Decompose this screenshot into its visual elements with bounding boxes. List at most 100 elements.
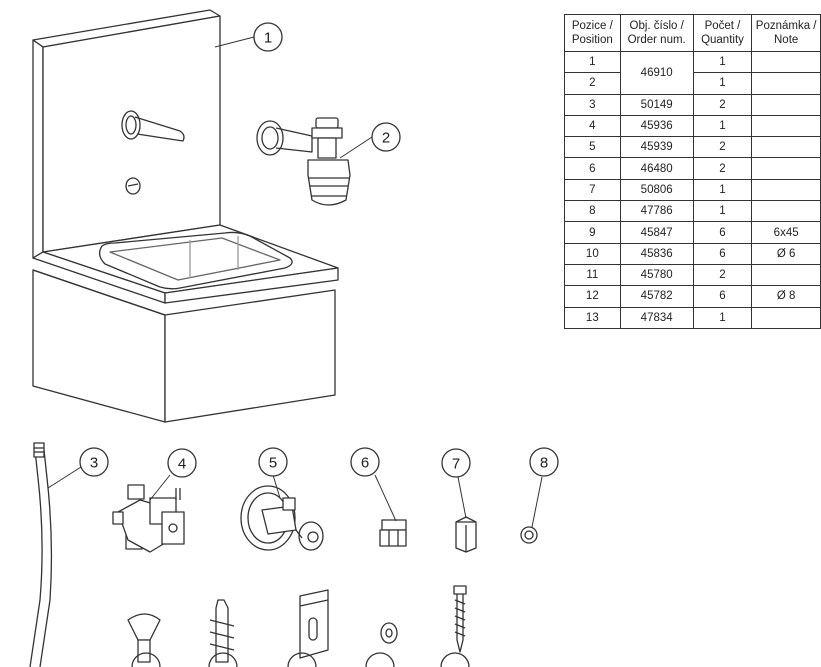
table-row: 4 45936 1 bbox=[564, 114, 821, 138]
callout-4: 4 bbox=[167, 448, 197, 478]
key-drawing bbox=[127, 613, 161, 663]
cell-order-number: 47834 bbox=[619, 306, 694, 329]
cell-note bbox=[751, 306, 821, 329]
svg-text:4: 4 bbox=[178, 456, 186, 473]
hex-nut-drawing bbox=[455, 516, 477, 553]
svg-text:2: 2 bbox=[382, 130, 390, 147]
callout-7: 7 bbox=[441, 448, 471, 478]
header-order-number: Obj. číslo /Order num. bbox=[619, 14, 694, 52]
callout-1: 1 bbox=[253, 22, 283, 52]
header-quantity: Počet /Quantity bbox=[692, 14, 753, 52]
table-row: 1 46910 1 bbox=[564, 50, 821, 95]
screw-drawing bbox=[453, 585, 467, 653]
table-row: 12 45782 6 Ø 8 bbox=[564, 285, 821, 308]
callout-2: 2 bbox=[371, 122, 401, 152]
cell-quantity: 6 bbox=[692, 242, 753, 265]
cell-order-number: 50149 bbox=[619, 93, 694, 116]
round-washer-drawing bbox=[380, 622, 398, 644]
hose-drawing bbox=[29, 442, 53, 667]
cell-order-number: 50806 bbox=[619, 178, 694, 202]
callout-3: 3 bbox=[79, 447, 109, 477]
cell-note bbox=[751, 263, 821, 287]
parts-table-header: Pozice /Position Obj. číslo /Order num. … bbox=[564, 14, 821, 52]
parts-table: Pozice /Position Obj. číslo /Order num. … bbox=[564, 14, 821, 329]
leader-lines bbox=[47, 36, 543, 528]
cell-note: Ø 8 bbox=[751, 285, 821, 308]
svg-text:1: 1 bbox=[264, 30, 272, 47]
wall-plug-drawing bbox=[209, 599, 235, 663]
cell-quantity: 1 bbox=[692, 200, 753, 223]
siphon-drawing bbox=[256, 117, 351, 206]
cell-quantity: 2 bbox=[692, 136, 753, 159]
cell-note: Ø 6 bbox=[751, 242, 821, 265]
cell-order-number: 46480 bbox=[619, 157, 694, 180]
cell-position: 2 bbox=[564, 72, 621, 95]
cell-position: 1 bbox=[564, 50, 621, 74]
table-row: 6 46480 2 bbox=[564, 157, 821, 180]
wash-basin-drawing bbox=[32, 9, 339, 423]
cell-note bbox=[751, 157, 821, 180]
cell-quantity: 1 bbox=[692, 72, 753, 95]
cell-quantity: 1 bbox=[692, 50, 753, 74]
header-note: Poznámka /Note bbox=[751, 14, 821, 52]
table-row: 2 1 bbox=[564, 72, 821, 95]
washer-drawing bbox=[520, 526, 538, 544]
cell-position: 7 bbox=[564, 178, 621, 202]
table-row: 10 45836 6 Ø 6 bbox=[564, 242, 821, 265]
cell-order-number: 45847 bbox=[619, 221, 694, 244]
angle-valve-drawing bbox=[240, 485, 324, 551]
svg-text:3: 3 bbox=[90, 455, 98, 472]
cell-note bbox=[751, 50, 821, 74]
cell-position: 8 bbox=[564, 200, 621, 223]
cell-quantity: 1 bbox=[692, 114, 753, 138]
cell-order-number: 45780 bbox=[619, 263, 694, 287]
header-position: Pozice /Position bbox=[564, 14, 621, 52]
cell-note bbox=[751, 200, 821, 223]
cell-note: 6x45 bbox=[751, 221, 821, 244]
cell-quantity: 2 bbox=[692, 157, 753, 180]
cell-note bbox=[751, 72, 821, 95]
svg-text:5: 5 bbox=[269, 455, 277, 472]
cell-quantity: 6 bbox=[692, 221, 753, 244]
table-row: 8 47786 1 bbox=[564, 200, 821, 223]
cell-order-number: 45782 bbox=[619, 285, 694, 308]
cell-note bbox=[751, 178, 821, 202]
cell-quantity: 1 bbox=[692, 178, 753, 202]
cell-note bbox=[751, 136, 821, 159]
table-row: 13 47834 1 bbox=[564, 306, 821, 329]
svg-text:6: 6 bbox=[361, 455, 369, 472]
callout-cut-circles bbox=[131, 652, 470, 667]
cell-note bbox=[751, 114, 821, 138]
cell-position: 5 bbox=[564, 136, 621, 159]
cell-quantity: 1 bbox=[692, 306, 753, 329]
svg-text:8: 8 bbox=[540, 455, 548, 472]
cell-quantity: 6 bbox=[692, 285, 753, 308]
cell-position: 11 bbox=[564, 263, 621, 287]
cell-order-number: 45936 bbox=[619, 114, 694, 138]
cell-position: 13 bbox=[564, 306, 621, 329]
callout-8: 8 bbox=[529, 447, 559, 477]
table-row: 11 45780 2 bbox=[564, 263, 821, 287]
cell-note bbox=[751, 93, 821, 116]
svg-text:7: 7 bbox=[452, 456, 460, 473]
cell-order-number: 47786 bbox=[619, 200, 694, 223]
cell-order-number: 45939 bbox=[619, 136, 694, 159]
table-row: 3 50149 2 bbox=[564, 93, 821, 116]
cell-position: 12 bbox=[564, 285, 621, 308]
cell-order-number: 46910 bbox=[619, 51, 694, 95]
cell-quantity: 2 bbox=[692, 93, 753, 116]
cell-position: 3 bbox=[564, 93, 621, 116]
cell-position: 6 bbox=[564, 157, 621, 180]
cell-position: 4 bbox=[564, 114, 621, 138]
table-row: 5 45939 2 bbox=[564, 136, 821, 159]
table-row: 7 50806 1 bbox=[564, 178, 821, 202]
callout-5: 5 bbox=[258, 447, 288, 477]
bracket-drawing bbox=[299, 589, 329, 659]
cell-order-number: 45836 bbox=[619, 242, 694, 265]
solenoid-valve-drawing bbox=[112, 484, 185, 553]
table-row: 9 45847 6 6x45 bbox=[564, 221, 821, 244]
cell-position: 9 bbox=[564, 221, 621, 244]
cell-quantity: 2 bbox=[692, 263, 753, 287]
cell-position: 10 bbox=[564, 242, 621, 265]
